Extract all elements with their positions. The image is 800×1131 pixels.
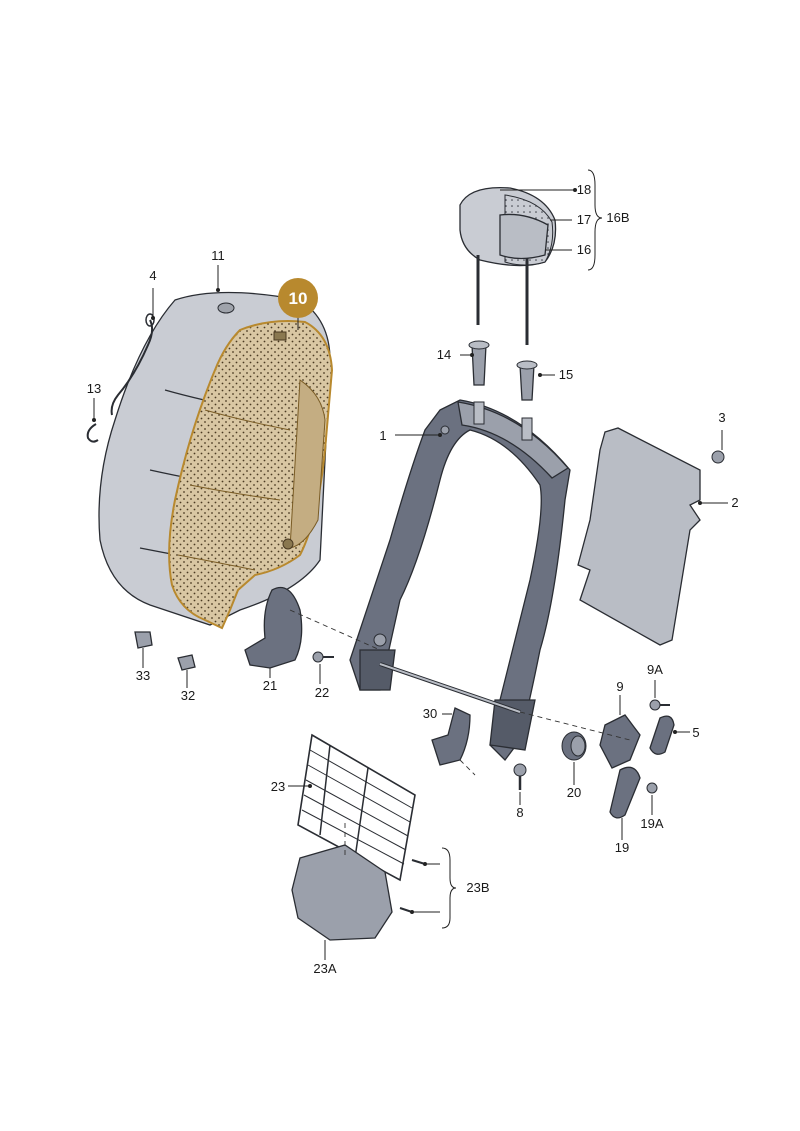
label-14[interactable]: 14 (437, 347, 451, 362)
part-10-badge[interactable]: 10 (278, 278, 318, 330)
label-13[interactable]: 13 (87, 381, 101, 396)
screw-part-19A[interactable] (646, 782, 658, 794)
label-23[interactable]: 23 (271, 779, 285, 794)
spring-part-23B[interactable] (399, 859, 426, 913)
mechanism-part-9[interactable] (599, 714, 641, 769)
label-16B[interactable]: 16B (606, 210, 629, 225)
screw-part-9A[interactable] (649, 699, 670, 711)
label-15[interactable]: 15 (559, 367, 573, 382)
label-30[interactable]: 30 (423, 706, 437, 721)
label-33[interactable]: 33 (136, 668, 150, 683)
headrest-part-16B[interactable] (459, 186, 557, 345)
label-8[interactable]: 8 (516, 805, 523, 820)
label-11[interactable]: 11 (211, 248, 225, 263)
label-19[interactable]: 19 (615, 840, 629, 855)
lumbar-plate-part-23A[interactable] (291, 844, 393, 941)
foam-pad-part-10[interactable] (168, 320, 334, 630)
label-17[interactable]: 17 (577, 212, 591, 227)
clip-part-32[interactable] (177, 654, 196, 671)
screw-part-8[interactable] (513, 763, 527, 790)
knob-part-20[interactable] (561, 731, 587, 761)
label-5[interactable]: 5 (692, 725, 699, 740)
lumbar-grid-part-23[interactable] (297, 733, 416, 882)
handle-part-5[interactable] (649, 715, 675, 755)
label-23A[interactable]: 23A (313, 961, 336, 976)
label-16[interactable]: 16 (577, 242, 591, 257)
cover-part-30[interactable] (431, 707, 471, 766)
nut-part-3[interactable] (711, 450, 725, 464)
lever-part-19[interactable] (609, 766, 641, 819)
part-10-badge-text: 10 (289, 289, 308, 308)
backrest-frame-part-1[interactable] (349, 399, 571, 761)
label-23B[interactable]: 23B (466, 880, 489, 895)
label-32[interactable]: 32 (181, 688, 195, 703)
wire-part-4[interactable] (110, 313, 155, 416)
label-3[interactable]: 3 (718, 410, 725, 425)
leader-lines (92, 169, 728, 960)
label-9[interactable]: 9 (616, 679, 623, 694)
label-19A[interactable]: 19A (640, 816, 663, 831)
label-22[interactable]: 22 (315, 685, 329, 700)
label-1[interactable]: 1 (379, 428, 386, 443)
side-trim-part-21[interactable] (244, 586, 303, 669)
label-21[interactable]: 21 (263, 678, 277, 693)
clip-part-33[interactable] (134, 631, 153, 649)
label-9A[interactable]: 9A (647, 662, 663, 677)
label-20[interactable]: 20 (567, 785, 581, 800)
rear-panel-part-2[interactable] (577, 427, 701, 646)
headrest-guide-part-14[interactable] (468, 340, 490, 386)
label-2[interactable]: 2 (731, 495, 738, 510)
label-18[interactable]: 18 (577, 182, 591, 197)
part-labels: 11 4 13 1 14 15 18 17 16 16B 3 2 9A 9 5 … (87, 182, 739, 976)
screw-part-22[interactable] (312, 651, 334, 663)
clip-part-13[interactable] (86, 423, 99, 443)
headrest-guide-part-15[interactable] (516, 360, 538, 401)
label-4[interactable]: 4 (149, 268, 156, 283)
